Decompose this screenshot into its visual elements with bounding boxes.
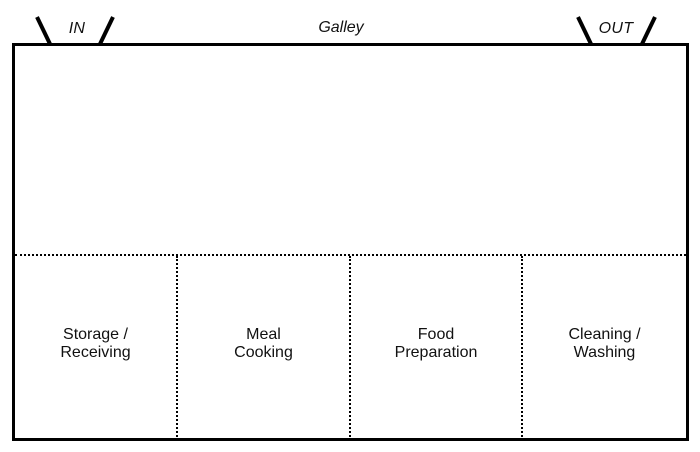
galley-outline: Storage / Receiving Meal Cooking Food Pr… xyxy=(12,43,689,441)
zone-label: Storage / Receiving xyxy=(60,326,131,361)
zone-meal-cooking: Meal Cooking xyxy=(176,256,349,440)
out-door-label: OUT xyxy=(598,20,634,37)
zone-label: Cleaning / Washing xyxy=(568,326,641,361)
in-door-icon xyxy=(35,16,115,45)
zone-label: Food Preparation xyxy=(394,326,478,361)
open-area xyxy=(15,46,686,254)
zone-storage-receiving: Storage / Receiving xyxy=(15,256,176,440)
zones-row: Storage / Receiving Meal Cooking Food Pr… xyxy=(15,254,686,440)
in-door-label: IN xyxy=(68,20,86,37)
out-door-icon xyxy=(576,16,657,45)
diagram-title: Galley xyxy=(318,19,364,36)
zone-label: Meal Cooking xyxy=(234,326,293,361)
zone-food-preparation: Food Preparation xyxy=(349,256,521,440)
zone-cleaning-washing: Cleaning / Washing xyxy=(521,256,686,440)
